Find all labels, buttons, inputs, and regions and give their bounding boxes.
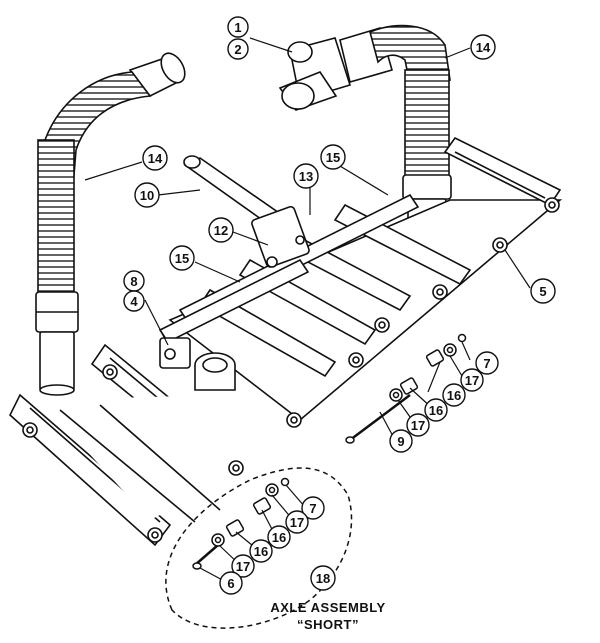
svg-text:16: 16 — [254, 544, 268, 559]
callout-6: 6 — [219, 571, 243, 595]
svg-text:5: 5 — [539, 284, 546, 299]
axle-bushing — [425, 349, 445, 367]
svg-text:17: 17 — [236, 559, 250, 574]
svg-text:18: 18 — [316, 571, 330, 586]
callout-17-short-a: 17 — [285, 510, 309, 534]
svg-text:17: 17 — [290, 515, 304, 530]
callout-2: 2 — [227, 38, 249, 60]
axle-washer — [389, 388, 403, 402]
wheel — [348, 352, 364, 368]
callout-14-left: 14 — [142, 145, 168, 171]
callout-7-right: 7 — [475, 351, 499, 375]
svg-text:16: 16 — [447, 388, 461, 403]
svg-text:12: 12 — [214, 223, 228, 238]
callout-15-mid: 15 — [169, 245, 195, 271]
svg-text:15: 15 — [175, 251, 189, 266]
axle-bushing — [399, 377, 419, 395]
svg-text:4: 4 — [130, 294, 138, 309]
axle-washer — [443, 343, 457, 357]
wheel — [374, 317, 390, 333]
callout-14-right: 14 — [470, 34, 496, 60]
callout-7-short: 7 — [301, 496, 325, 520]
svg-text:15: 15 — [326, 150, 340, 165]
axle-washer — [265, 483, 279, 497]
callout-16-short-a: 16 — [267, 525, 291, 549]
caption-line-1: AXLE ASSEMBLY — [270, 600, 385, 615]
svg-text:9: 9 — [397, 434, 404, 449]
callout-16-short-b: 16 — [249, 539, 273, 563]
vacuum-frame — [9, 136, 563, 547]
axle-washer — [211, 533, 225, 547]
svg-text:10: 10 — [140, 188, 154, 203]
svg-text:1: 1 — [234, 20, 241, 35]
axle-bushing — [225, 519, 245, 537]
callout-17-right-b: 17 — [406, 413, 430, 437]
callout-17-short-b: 17 — [231, 554, 255, 578]
callout-12: 12 — [208, 217, 234, 243]
callout-15-top: 15 — [320, 144, 346, 170]
svg-text:17: 17 — [465, 373, 479, 388]
callout-4: 4 — [123, 290, 145, 312]
axle-nut — [457, 333, 467, 343]
wheel — [286, 412, 302, 428]
callout-10: 10 — [134, 182, 160, 208]
callout-16-right-a: 16 — [442, 383, 466, 407]
callout-1: 1 — [227, 16, 249, 38]
wheel — [432, 284, 448, 300]
svg-text:16: 16 — [272, 530, 286, 545]
callout-16-right-b: 16 — [424, 398, 448, 422]
callout-8: 8 — [123, 270, 145, 292]
wheel — [22, 422, 38, 438]
callout-5: 5 — [530, 278, 556, 304]
svg-text:13: 13 — [299, 169, 313, 184]
svg-text:8: 8 — [130, 274, 137, 289]
caption-line-2: “SHORT” — [297, 617, 359, 632]
wheel — [544, 197, 560, 213]
callout-17-right-a: 17 — [460, 368, 484, 392]
svg-text:17: 17 — [411, 418, 425, 433]
left-hose — [35, 52, 186, 396]
axle-bushing — [252, 497, 272, 515]
axle-nut — [280, 477, 290, 487]
callout-9: 9 — [389, 429, 413, 453]
callout-13: 13 — [293, 163, 319, 189]
wheel — [492, 237, 508, 253]
svg-text:7: 7 — [309, 501, 316, 516]
callouts: 1 2 14 14 15 10 13 12 15 8 4 5 7 17 16 1… — [123, 16, 556, 595]
wheels — [22, 197, 560, 543]
svg-text:14: 14 — [476, 40, 491, 55]
axle-parts-long — [345, 333, 467, 444]
wheel — [102, 364, 118, 380]
axle-assembly-short — [165, 467, 353, 629]
svg-text:2: 2 — [234, 42, 241, 57]
wheel — [228, 460, 244, 476]
callout-18: 18 — [310, 565, 336, 591]
svg-text:7: 7 — [483, 356, 490, 371]
svg-text:14: 14 — [148, 151, 163, 166]
svg-text:16: 16 — [429, 403, 443, 418]
svg-text:6: 6 — [227, 576, 234, 591]
wheel — [147, 527, 163, 543]
